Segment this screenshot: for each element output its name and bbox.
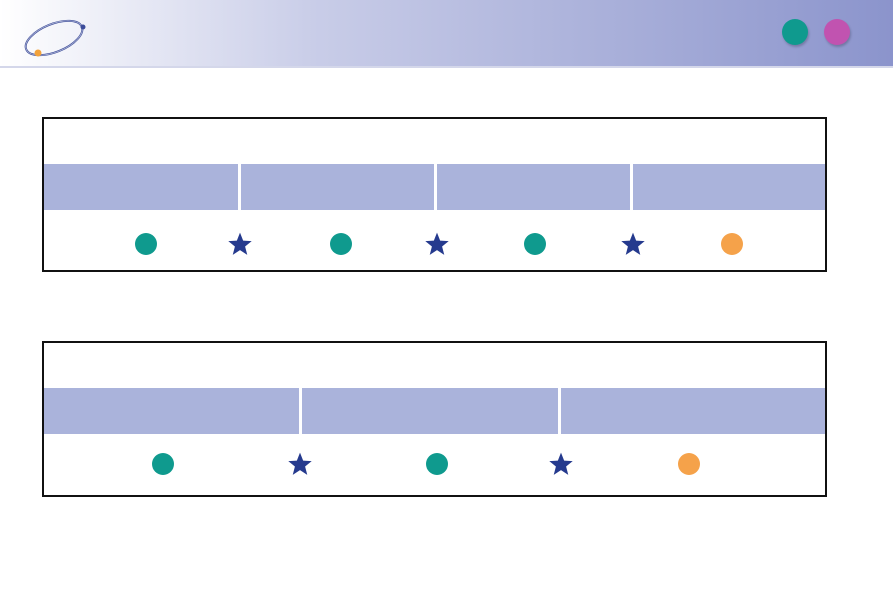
star-icon bbox=[548, 451, 574, 477]
segment-divider bbox=[238, 164, 241, 214]
segment-divider bbox=[630, 164, 633, 214]
star-icon bbox=[620, 231, 646, 257]
teal-circle-marker bbox=[152, 453, 174, 475]
star-icon bbox=[227, 231, 253, 257]
orange-circle-marker bbox=[721, 233, 743, 255]
star-icon bbox=[287, 451, 313, 477]
teal-dot-button[interactable] bbox=[782, 19, 808, 45]
timeline-diagram-three-segments bbox=[42, 341, 827, 497]
teal-circle-marker bbox=[135, 233, 157, 255]
magenta-dot-button[interactable] bbox=[824, 19, 850, 45]
orbit-logo-icon bbox=[24, 19, 86, 57]
header-bar bbox=[0, 0, 893, 66]
teal-circle-marker bbox=[426, 453, 448, 475]
segment-divider bbox=[434, 164, 437, 214]
timeline-diagram-four-segments bbox=[42, 117, 827, 272]
orange-circle-marker bbox=[678, 453, 700, 475]
star-icon bbox=[424, 231, 450, 257]
teal-circle-marker bbox=[524, 233, 546, 255]
segment-band bbox=[44, 388, 825, 434]
teal-circle-marker bbox=[330, 233, 352, 255]
header-divider bbox=[0, 66, 893, 68]
segment-divider bbox=[299, 388, 302, 438]
segment-divider bbox=[558, 388, 561, 438]
